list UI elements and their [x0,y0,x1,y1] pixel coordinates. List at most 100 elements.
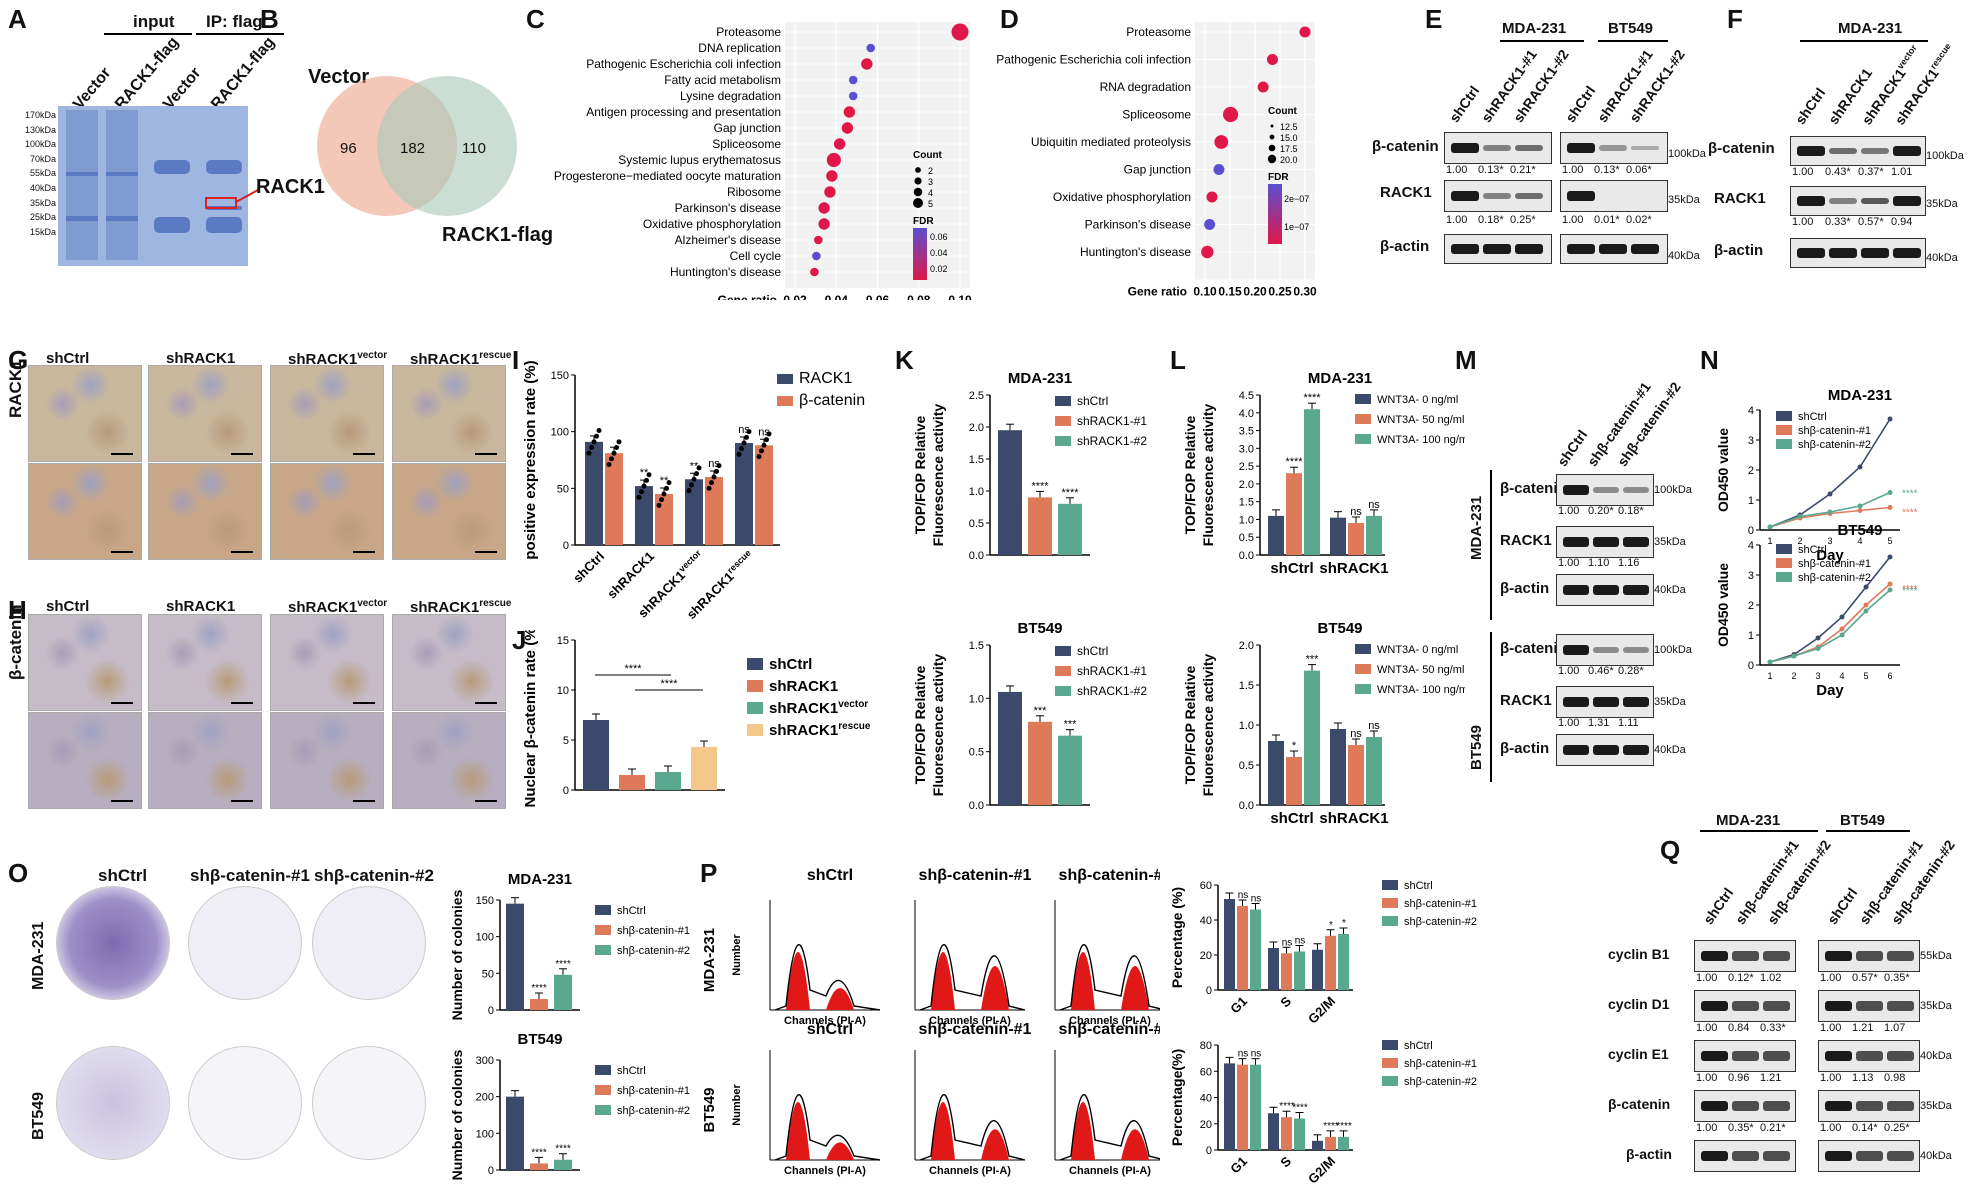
y-axis-label: Nuclear β-catenin rate (%) [522,630,539,808]
bar [685,479,703,545]
x-tick: S [1277,993,1294,1010]
mw-label: 40kDa [1654,744,1686,756]
bubble-point [833,138,846,150]
data-point [1857,508,1863,513]
x-tick: 1 [1767,671,1772,681]
data-point [1791,653,1797,659]
x-tick: 5 [1863,671,1868,681]
quant-value: 0.25* [1884,1122,1910,1134]
legend-label: shCtrl [1798,411,1827,423]
quant-value: 0.18* [1618,505,1644,517]
data-point [614,445,619,451]
x-tick: 0.30 [1293,285,1317,299]
data-point [666,480,672,486]
blot [1790,238,1926,268]
bar [583,720,609,790]
legend-swatch [1055,646,1071,656]
ihc-image [392,365,506,462]
term-label: Oxidative phosphorylation [643,217,781,231]
y-tick: 50 [557,483,569,495]
data-point [1887,581,1893,587]
legend-label: shCtrl [1077,394,1108,408]
y-tick: 200 [476,1092,494,1104]
x-axis-label: Gene ratio [718,293,777,300]
sig-mark: **** [1902,508,1918,519]
panel-label-q: Q [1660,835,1681,865]
h-row-label: β-catenin [6,604,25,680]
q-row-label: β-actin [1626,1146,1672,1162]
fdr-colorbar [1268,184,1282,244]
data-point [1815,646,1821,651]
g2m-peak [981,966,1009,1010]
data-point [711,474,717,480]
quant-value: 0.57* [1858,216,1884,228]
quant-value: 1.11 [1618,717,1639,729]
m-row-label: RACK1 [1500,692,1552,709]
y-tick: 1 [1748,630,1754,642]
data-point [691,476,697,482]
y-tick: 15 [557,635,569,647]
data-point [706,485,712,491]
q-row-label: cyclin E1 [1608,1046,1669,1062]
mw-label: 100kDa [1654,484,1692,496]
blot [1694,1040,1796,1072]
sig-mark: *** [1034,705,1048,717]
chart-title: MDA-231 [1828,387,1892,404]
bar [1348,745,1364,805]
venn-left-count: 96 [340,140,357,157]
term-label: Lysine degradation [680,89,781,103]
term-label: Pathogenic Escherichia coli infection [586,57,781,71]
quant-value: 0.35* [1728,1122,1754,1134]
y-tick: 4.0 [1239,408,1254,420]
x-axis-label: Channels (PI-A) [1069,1015,1151,1027]
bar [585,441,603,545]
bubble-point [848,75,858,85]
bubble-point [1206,191,1218,203]
data-point [694,471,699,477]
blot [1556,474,1654,506]
x-tick: shCtrl [1270,810,1313,827]
sig-mark: **** [531,983,547,994]
bubble-point [1257,81,1269,93]
bar [705,477,723,545]
panel-label-e: E [1425,4,1443,34]
y-tick: 4 [1748,540,1754,552]
bar [506,903,524,1010]
legend-bubble [913,198,923,208]
lane-label: shCtrl [1554,426,1591,470]
data-point [609,456,614,462]
legend-label: shCtrl [617,905,646,917]
legend-label: shβ-catenin-#1 [1798,425,1871,437]
quant-value: 0.46* [1588,665,1614,677]
blot [1818,1140,1920,1172]
colony-dish [188,1046,302,1160]
y-axis-label: BT549 [701,1087,718,1132]
quant-value: 1.00 [1558,665,1580,677]
x-tick: 0.06 [866,293,890,300]
legend-swatch [1382,916,1398,926]
sig-mark: **** [624,663,642,675]
sig-mark: **** [1061,487,1079,499]
term-label: DNA replication [698,41,781,55]
sig-mark: ns [1368,720,1380,732]
legend-swatch [747,658,763,670]
y-tick: 300 [476,1055,494,1067]
data-point [696,465,702,471]
bar [1325,935,1336,990]
y-tick: 1.5 [969,640,984,652]
sig-mark: ns [1282,937,1293,948]
data-point [714,468,719,474]
panel-label-i: I [512,345,520,375]
panel-label-c: C [526,4,545,34]
y-tick: 150 [476,895,494,907]
y-axis-label: Fluorescence activity [1200,654,1216,797]
bar [1338,934,1349,990]
y-tick: 4.5 [1239,390,1254,402]
sig-mark: **** [555,1144,571,1155]
ihc-image [148,712,262,809]
term-label: Proteasome [1126,25,1191,39]
term-label: Gap junction [714,121,781,135]
legend-label: shβ-catenin-#2 [1404,1076,1477,1088]
panel-label-n: N [1700,345,1719,375]
blot [1790,136,1926,166]
